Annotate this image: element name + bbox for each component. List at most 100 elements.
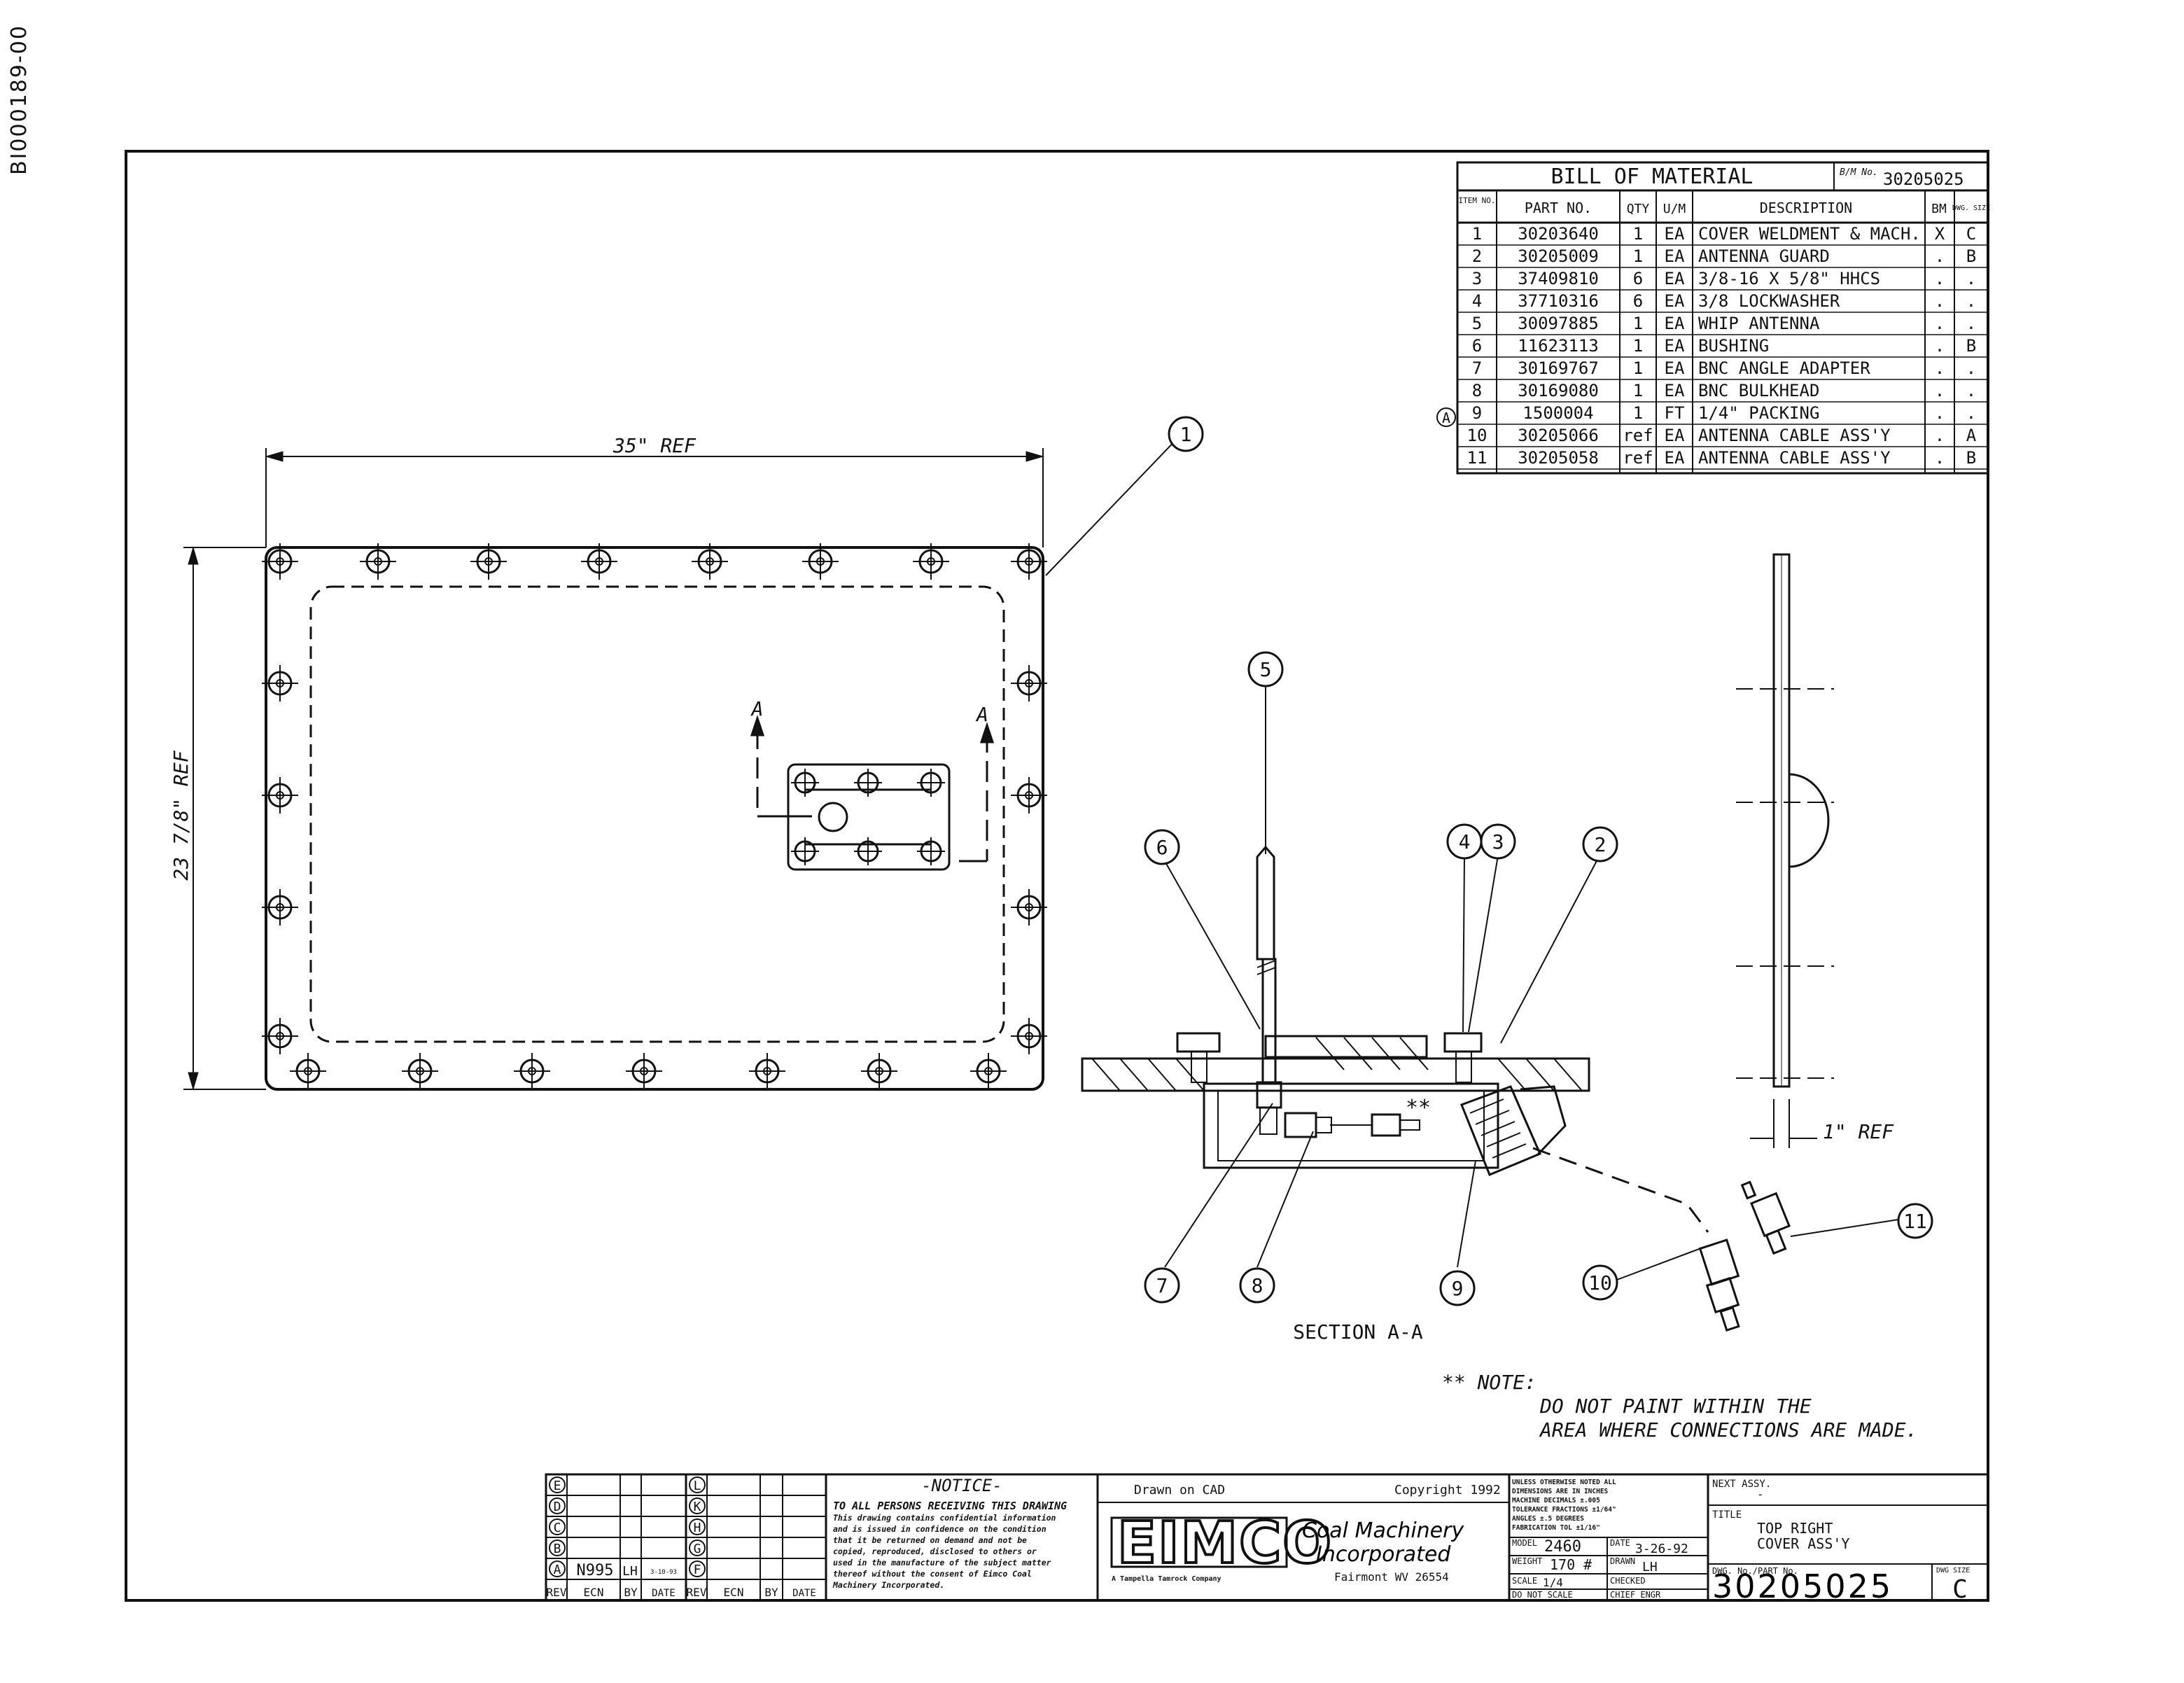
bom-cell-bm: . bbox=[1935, 336, 1945, 356]
company-name-line-2: Incorporated bbox=[1316, 1542, 1451, 1567]
bom-cell-item: 5 bbox=[1472, 314, 1482, 333]
bom-cell-item: 4 bbox=[1472, 291, 1482, 311]
tolerance-line: MACHINE DECIMALS ±.005 bbox=[1512, 1497, 1600, 1504]
bom-cell-desc: 1/4" PACKING bbox=[1698, 403, 1819, 423]
bom-cell-qty: ref bbox=[1623, 426, 1653, 445]
bom-cell-dwg: A bbox=[1966, 426, 1977, 445]
bom-cell-bm: . bbox=[1935, 358, 1945, 378]
callout-balloon-1 bbox=[1168, 416, 1204, 452]
bom-cell-item: 7 bbox=[1472, 358, 1482, 378]
bom-header-um: U/M bbox=[1663, 202, 1686, 216]
rev-letter-circle bbox=[689, 1497, 706, 1514]
rev-column-header: DATE bbox=[792, 1588, 816, 1599]
notice-line: used in the manufacture of the subject m… bbox=[833, 1558, 1051, 1567]
notice-line: This drawing contains confidential infor… bbox=[833, 1513, 1056, 1523]
bom-cell-bm: . bbox=[1935, 403, 1945, 423]
callout-number-2: 2 bbox=[1595, 833, 1606, 856]
rev-letter-left: B bbox=[554, 1542, 561, 1556]
bom-cell-qty: 6 bbox=[1633, 291, 1643, 311]
dwg-no: 30205025 bbox=[1712, 1567, 1893, 1605]
bom-cell-desc: BNC BULKHEAD bbox=[1698, 381, 1819, 400]
bom-cell-um: EA bbox=[1665, 269, 1685, 288]
width-dimension bbox=[265, 448, 1044, 547]
callout-number-6: 6 bbox=[1156, 836, 1168, 859]
bom-cell-um: EA bbox=[1665, 448, 1685, 468]
bom-cell-item: 6 bbox=[1472, 336, 1482, 356]
bom-cell-part: 11623113 bbox=[1518, 336, 1599, 356]
rev-letter-circle bbox=[549, 1476, 566, 1493]
bom-cell-um: EA bbox=[1665, 246, 1685, 266]
bom-cell-dwg: . bbox=[1966, 403, 1976, 423]
bom-number-label: B/M No. bbox=[1840, 167, 1878, 178]
bom-cell-item: 8 bbox=[1472, 381, 1482, 400]
rev-letter-circle bbox=[689, 1518, 706, 1535]
next-assy-value: - bbox=[1757, 1488, 1764, 1501]
copyright: Copyright 1992 bbox=[1394, 1483, 1501, 1497]
bom-cell-part: 1500004 bbox=[1522, 403, 1593, 423]
bom-cell-um: EA bbox=[1665, 336, 1685, 356]
drawn-on-cad: Drawn on CAD bbox=[1134, 1483, 1225, 1497]
cover-side-view bbox=[1736, 553, 1834, 1148]
callout-balloon-10 bbox=[1582, 1264, 1618, 1301]
company-name-line-1: Coal Machinery bbox=[1302, 1518, 1464, 1543]
bom-cell-um: EA bbox=[1665, 291, 1685, 311]
bom-cell-bm: . bbox=[1935, 314, 1945, 333]
bom-cell-bm: . bbox=[1935, 246, 1945, 266]
drawn-value: LH bbox=[1642, 1560, 1658, 1574]
bom-title: BILL OF MATERIAL bbox=[1551, 165, 1754, 189]
rev-letter-circle bbox=[689, 1476, 706, 1493]
rev-a-date: 3-10-93 bbox=[650, 1569, 677, 1576]
height-dimension-label: 23 7/8" REF bbox=[169, 750, 192, 881]
title-block bbox=[545, 1473, 1989, 1602]
callout-number-7: 7 bbox=[1156, 1274, 1168, 1297]
bom-header-dwg-size: DWG. SIZE bbox=[1952, 204, 1990, 212]
callout-balloon-6 bbox=[1144, 829, 1180, 865]
rev-letter-circle bbox=[549, 1560, 566, 1577]
scale-value: 1/4 bbox=[1543, 1576, 1563, 1589]
dwg-size-label: DWG SIZE bbox=[1936, 1567, 1970, 1574]
callout-balloon-2 bbox=[1582, 826, 1618, 863]
do-not-scale: DO NOT SCALE bbox=[1512, 1590, 1573, 1600]
bom-cell-dwg: . bbox=[1966, 358, 1976, 378]
bom-cell-bm: . bbox=[1935, 269, 1945, 288]
bom-cell-desc: ANTENNA CABLE ASS'Y bbox=[1698, 448, 1891, 468]
bom-cell-dwg: B bbox=[1966, 246, 1976, 266]
bom-cell-qty: 1 bbox=[1633, 224, 1643, 244]
tolerance-line: UNLESS OTHERWISE NOTED ALL bbox=[1512, 1479, 1616, 1486]
bom-cell-desc: WHIP ANTENNA bbox=[1698, 314, 1820, 333]
bom-cell-qty: 1 bbox=[1633, 246, 1643, 266]
thickness-dimension-label: 1" REF bbox=[1823, 1120, 1894, 1143]
rev-column-header: REV bbox=[687, 1586, 707, 1599]
rev-letter-right: K bbox=[694, 1500, 701, 1514]
model-value: 2460 bbox=[1544, 1538, 1581, 1556]
bom-cell-um: EA bbox=[1665, 381, 1685, 400]
bom-cell-part: 30203640 bbox=[1518, 224, 1599, 244]
callout-balloon-7 bbox=[1144, 1267, 1180, 1304]
bom-cell-bm: . bbox=[1935, 381, 1945, 400]
title-line-2: COVER ASS'Y bbox=[1757, 1535, 1849, 1552]
rev-letter-left: D bbox=[554, 1500, 561, 1514]
company-location: Fairmont WV 26554 bbox=[1334, 1570, 1449, 1584]
bom-header-part: PART NO. bbox=[1525, 200, 1592, 216]
bom-cell-desc: ANTENNA GUARD bbox=[1698, 246, 1830, 266]
width-dimension-label: 35" REF bbox=[612, 434, 696, 457]
bom-cell-dwg: . bbox=[1966, 291, 1976, 311]
section-mark-right: A bbox=[975, 703, 988, 726]
date-value: 3-26-92 bbox=[1635, 1542, 1688, 1556]
bom-cell-desc: COVER WELDMENT & MACH. bbox=[1698, 224, 1921, 244]
rev-column-header: ECN bbox=[724, 1586, 744, 1599]
bom-header-bm: BM bbox=[1931, 202, 1947, 216]
height-dimension bbox=[183, 546, 266, 1091]
callout-balloon-8 bbox=[1239, 1267, 1275, 1304]
bom-cell-bm: . bbox=[1935, 448, 1945, 468]
drawn-label: DRAWN bbox=[1610, 1556, 1635, 1566]
bom-cell-bm: . bbox=[1935, 291, 1945, 311]
bom-cell-bm: . bbox=[1935, 426, 1945, 445]
rev-column-header: REV bbox=[547, 1586, 567, 1599]
callout-balloon-5 bbox=[1247, 651, 1284, 687]
detail-marker: ** bbox=[1406, 1096, 1431, 1120]
rev-letter-left: A bbox=[554, 1563, 561, 1577]
bom-cell-um: EA bbox=[1665, 314, 1685, 333]
tolerance-line: FABRICATION TOL ±1/16" bbox=[1512, 1524, 1600, 1532]
bom-cell-item: 10 bbox=[1467, 426, 1488, 445]
